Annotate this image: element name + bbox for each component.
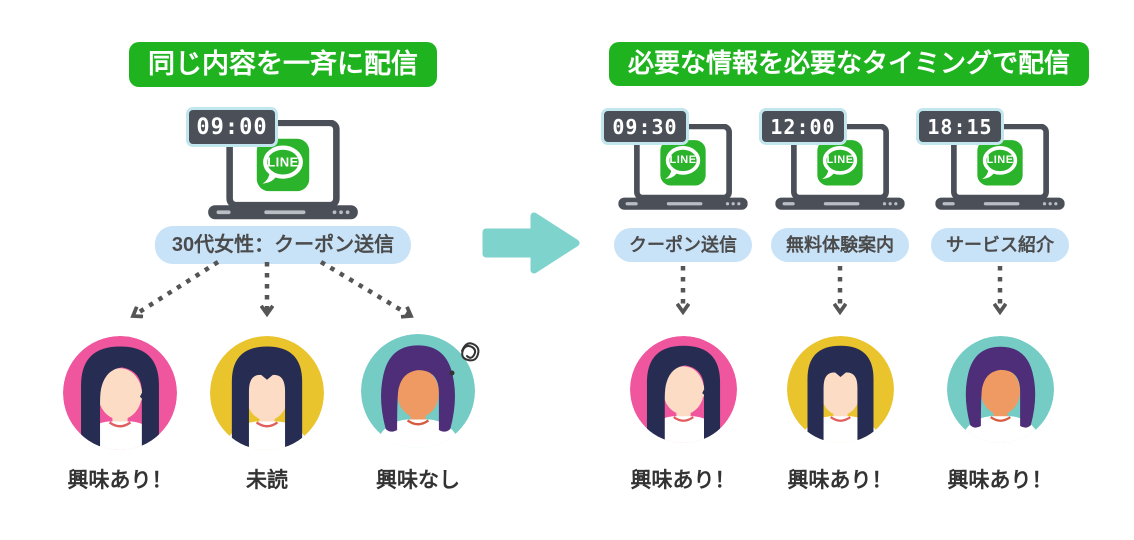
line-app-icon: LINE [826, 154, 854, 167]
reaction-label: 未読 [246, 469, 288, 492]
clock-badge: 12:00 [759, 108, 847, 145]
clock-badge: 18:15 [916, 108, 1004, 145]
avatar-pink-woman [63, 336, 177, 450]
reaction-label: 興味なし [376, 469, 460, 492]
clock-badge: 09:00 [186, 107, 278, 147]
avatar-yellow-woman [210, 336, 324, 450]
message-pill: サービス紹介 [931, 228, 1069, 262]
broadcast-arrows [95, 260, 475, 330]
avatar-yellow-woman [787, 336, 894, 443]
transition-arrow [482, 212, 580, 274]
reaction-label: 興味あり！ [67, 469, 173, 492]
message-pill: クーポン送信 [614, 228, 752, 262]
laptop-icon: LINE [935, 124, 1065, 213]
line-app-icon: LINE [267, 154, 299, 170]
message-pill: 30代女性：クーポン送信 [154, 226, 412, 264]
left-section-header: 同じ内容を一斉に配信 [129, 42, 437, 88]
line-app-icon: LINE [986, 154, 1014, 167]
confused-scribble-icon [449, 342, 480, 376]
message-pill: 無料体験案内 [771, 228, 909, 262]
laptop-icon: LINE [775, 124, 905, 213]
line-app-icon: LINE [669, 154, 697, 167]
reaction-label: 興味あり！ [787, 469, 893, 492]
reaction-label: 興味あり！ [947, 469, 1053, 492]
laptop-icon: LINE [208, 120, 358, 223]
avatar-pink-woman [630, 336, 737, 443]
reaction-label: 興味あり！ [630, 469, 736, 492]
right-section-header: 必要な情報を必要なタイミングで配信 [608, 42, 1090, 86]
delivery-arrows [600, 266, 1080, 324]
clock-badge: 09:30 [601, 108, 689, 145]
avatar-teal-woman [947, 336, 1054, 443]
laptop-icon: LINE [618, 124, 748, 213]
